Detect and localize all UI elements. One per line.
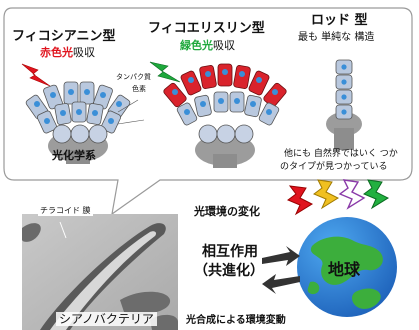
cyanobacteria-micrograph: [22, 214, 178, 330]
protein-leader: [117, 99, 139, 113]
red-light-text: 赤色光: [40, 46, 73, 59]
earth-globe-icon: [297, 217, 397, 317]
environment-change-caption: 光合成による環境変動: [186, 315, 286, 326]
light-environment-change: 光環境の変化: [194, 205, 260, 218]
purple-bolt-icon: [338, 179, 366, 210]
yellow-bolt-icon: [313, 179, 340, 210]
rod-subtitle: 最も 単純な 構造: [298, 32, 375, 43]
green-lightning-icon: [149, 61, 181, 83]
phycoerythrin-title: フィコエリスリン型: [148, 21, 265, 36]
phycocyanin-subtitle: 赤色光吸収: [40, 47, 95, 58]
red-bolt-icon: [287, 185, 314, 216]
thylakoid-label: チラコイド 膜: [38, 206, 93, 216]
phycocyanin-antenna: [21, 63, 131, 164]
interaction-line-1: 相互作用: [202, 244, 258, 260]
green-light-text: 緑色光: [180, 39, 213, 52]
pigment-leader: [117, 119, 145, 125]
light-bolts: [287, 179, 390, 216]
rod-title: ロッド 型: [311, 13, 368, 28]
phycoerythrin-antenna: [149, 61, 287, 168]
cyanobacteria-caption: シアノバクテリア: [56, 312, 157, 326]
phycocyanin-title: フィコシアニン型: [12, 29, 116, 44]
interaction-arrows: [262, 246, 300, 294]
green-bolt-icon: [363, 179, 390, 210]
absorb-text-2: 吸収: [213, 39, 235, 52]
photosystem-label: 光化学系: [52, 149, 96, 162]
absorb-text: 吸収: [73, 46, 95, 59]
interaction-line-2: （共進化）: [194, 263, 264, 279]
protein-label: タンパク質: [116, 73, 151, 81]
pigment-label: 色素: [132, 85, 146, 93]
note-line-1: 他にも 自然界ではいく つか: [284, 149, 398, 159]
phycoerythrin-subtitle: 緑色光吸収: [180, 40, 235, 51]
earth-label: 地球: [328, 260, 361, 279]
rod-antenna: [326, 59, 362, 150]
note-line-2: のタイプが見つかっている: [280, 162, 388, 172]
